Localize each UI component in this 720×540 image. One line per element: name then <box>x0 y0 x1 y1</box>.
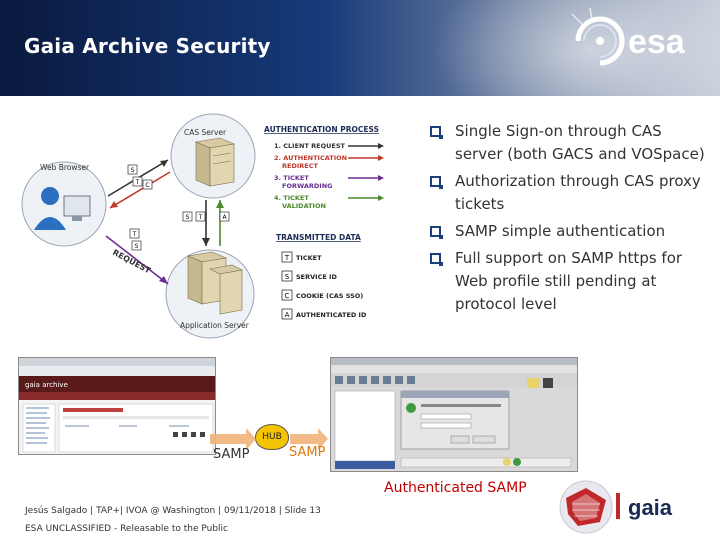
footer-meta: Jesús Salgado | TAP+| IVOA @ Washington … <box>25 506 321 516</box>
cas-server-label: CAS Server <box>184 128 227 137</box>
bullet-square-icon <box>430 176 441 187</box>
transmitted-label: SERVICE ID <box>296 273 337 281</box>
samp-label-right: SAMP <box>289 445 325 460</box>
esa-logo-text: esa <box>628 23 686 61</box>
auth-step-arrowhead <box>378 175 384 181</box>
authenticated-samp-caption: Authenticated SAMP <box>384 480 527 496</box>
gaia-logo-text: gaia <box>628 495 673 520</box>
bullet-text: Full support on SAMP https for Web profi… <box>455 249 682 313</box>
bullet-text: SAMP simple authentication <box>455 222 665 240</box>
auth-step-sublabel: VALIDATION <box>282 202 326 210</box>
transmitted-key: T <box>284 254 290 262</box>
auth-step-label: 1. CLIENT REQUEST <box>274 142 346 150</box>
bullet-item: Single Sign-on through CAS server (both … <box>430 120 712 166</box>
bullet-square-icon <box>430 126 441 137</box>
transmitted-data-title: TRANSMITTED DATA <box>276 233 361 242</box>
request-label: REQUEST <box>111 248 152 276</box>
bullet-item: Full support on SAMP https for Web profi… <box>430 247 712 316</box>
bullet-list: Single Sign-on through CAS server (both … <box>430 120 712 320</box>
auth-step-sublabel: FORWARDING <box>282 182 332 190</box>
web-browser-label: Web Browser <box>40 163 90 172</box>
auth-step-arrowhead <box>378 143 384 149</box>
auth-process-title: AUTHENTICATION PROCESS <box>264 125 379 134</box>
auth-step-arrowhead <box>378 155 384 161</box>
samp-label-left: SAMP <box>213 447 249 462</box>
auth-step-sublabel: REDIRECT <box>282 162 318 170</box>
gaia-archive-screenshot: gaia archive <box>18 357 216 455</box>
esa-emblem-icon <box>572 8 622 63</box>
bullet-square-icon <box>430 226 441 237</box>
esa-logo: esa <box>570 6 700 76</box>
auth-step-label: 3. TICKET <box>274 174 309 182</box>
footer-classification: ESA UNCLASSIFIED - Releasable to the Pub… <box>25 524 228 534</box>
auth-step-label: 2. AUTHENTICATION <box>274 154 347 162</box>
auth-step-label: 4. TICKET <box>274 194 309 202</box>
application-server-label: Application Server <box>180 321 250 330</box>
slide-header: Gaia Archive Security esa <box>0 0 720 96</box>
gaia-logo: gaia <box>556 478 706 536</box>
transmitted-key: C <box>285 292 290 300</box>
bullet-text: Single Sign-on through CAS server (both … <box>455 122 705 163</box>
topcat-screenshot <box>330 357 578 472</box>
slide-title: Gaia Archive Security <box>24 34 271 58</box>
svg-text:T: T <box>135 179 140 186</box>
cas-server-icon <box>196 138 234 186</box>
auth-step-arrowhead <box>378 195 384 201</box>
transmitted-label: COOKIE (CAS SSO) <box>296 292 363 300</box>
transmitted-key: S <box>285 273 290 281</box>
gaia-emblem-icon <box>560 481 612 533</box>
bullet-item: Authorization through CAS proxy tickets <box>430 170 712 216</box>
svg-text:T: T <box>132 231 137 238</box>
svg-text:S: S <box>131 167 135 174</box>
svg-text:S: S <box>186 214 190 221</box>
svg-text:T: T <box>198 214 203 221</box>
auth-steps: 1. CLIENT REQUEST 2. AUTHENTICATIONREDIRE… <box>274 142 384 210</box>
transmitted-label: TICKET <box>296 254 322 262</box>
transmitted-data-legend: T TICKET S SERVICE ID C COOKIE (CAS SSO) A AUTH… <box>282 252 367 319</box>
transmitted-label: AUTHENTICATED ID <box>296 311 367 319</box>
svg-text:S: S <box>135 243 139 250</box>
transmitted-key: A <box>285 311 290 319</box>
bullet-square-icon <box>430 253 441 264</box>
bullet-item: SAMP simple authentication <box>430 220 712 243</box>
bullet-text: Authorization through CAS proxy tickets <box>455 172 701 213</box>
svg-text:C: C <box>145 182 149 189</box>
svg-text:gaia archive: gaia archive <box>25 381 68 389</box>
cas-diagram: CAS Server Web Browser Application Serve… <box>20 104 392 342</box>
